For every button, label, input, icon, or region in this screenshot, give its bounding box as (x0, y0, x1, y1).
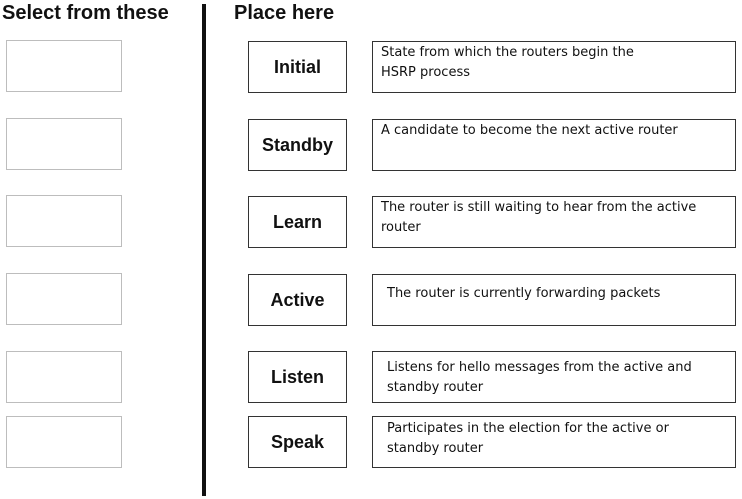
term-initial[interactable]: Initial (248, 41, 347, 93)
description-text: Participates in the election for the act… (387, 421, 669, 456)
description-box: Participates in the election for the act… (372, 416, 736, 468)
source-slot[interactable] (6, 416, 122, 468)
term-active[interactable]: Active (248, 274, 347, 326)
term-speak[interactable]: Speak (248, 416, 347, 468)
term-listen[interactable]: Listen (248, 351, 347, 403)
description-text: A candidate to become the next active ro… (381, 123, 678, 138)
description-text: State from which the routers begin the H… (381, 45, 634, 80)
source-slot[interactable] (6, 351, 122, 403)
term-standby[interactable]: Standby (248, 119, 347, 171)
description-box: Listens for hello messages from the acti… (372, 351, 736, 403)
source-slot[interactable] (6, 118, 122, 170)
description-text: The router is still waiting to hear from… (381, 200, 697, 235)
term-learn[interactable]: Learn (248, 196, 347, 248)
source-slot[interactable] (6, 195, 122, 247)
description-box: State from which the routers begin the H… (372, 41, 736, 93)
description-box: The router is still waiting to hear from… (372, 196, 736, 248)
source-slot[interactable] (6, 40, 122, 92)
place-here-heading: Place here (234, 2, 335, 24)
source-slot[interactable] (6, 273, 122, 325)
description-text: The router is currently forwarding packe… (387, 286, 661, 301)
description-text: Listens for hello messages from the acti… (387, 360, 692, 395)
select-from-these-heading: Select from these (2, 2, 169, 24)
description-box: A candidate to become the next active ro… (372, 119, 736, 171)
column-divider (202, 4, 206, 496)
description-box: The router is currently forwarding packe… (372, 274, 736, 326)
